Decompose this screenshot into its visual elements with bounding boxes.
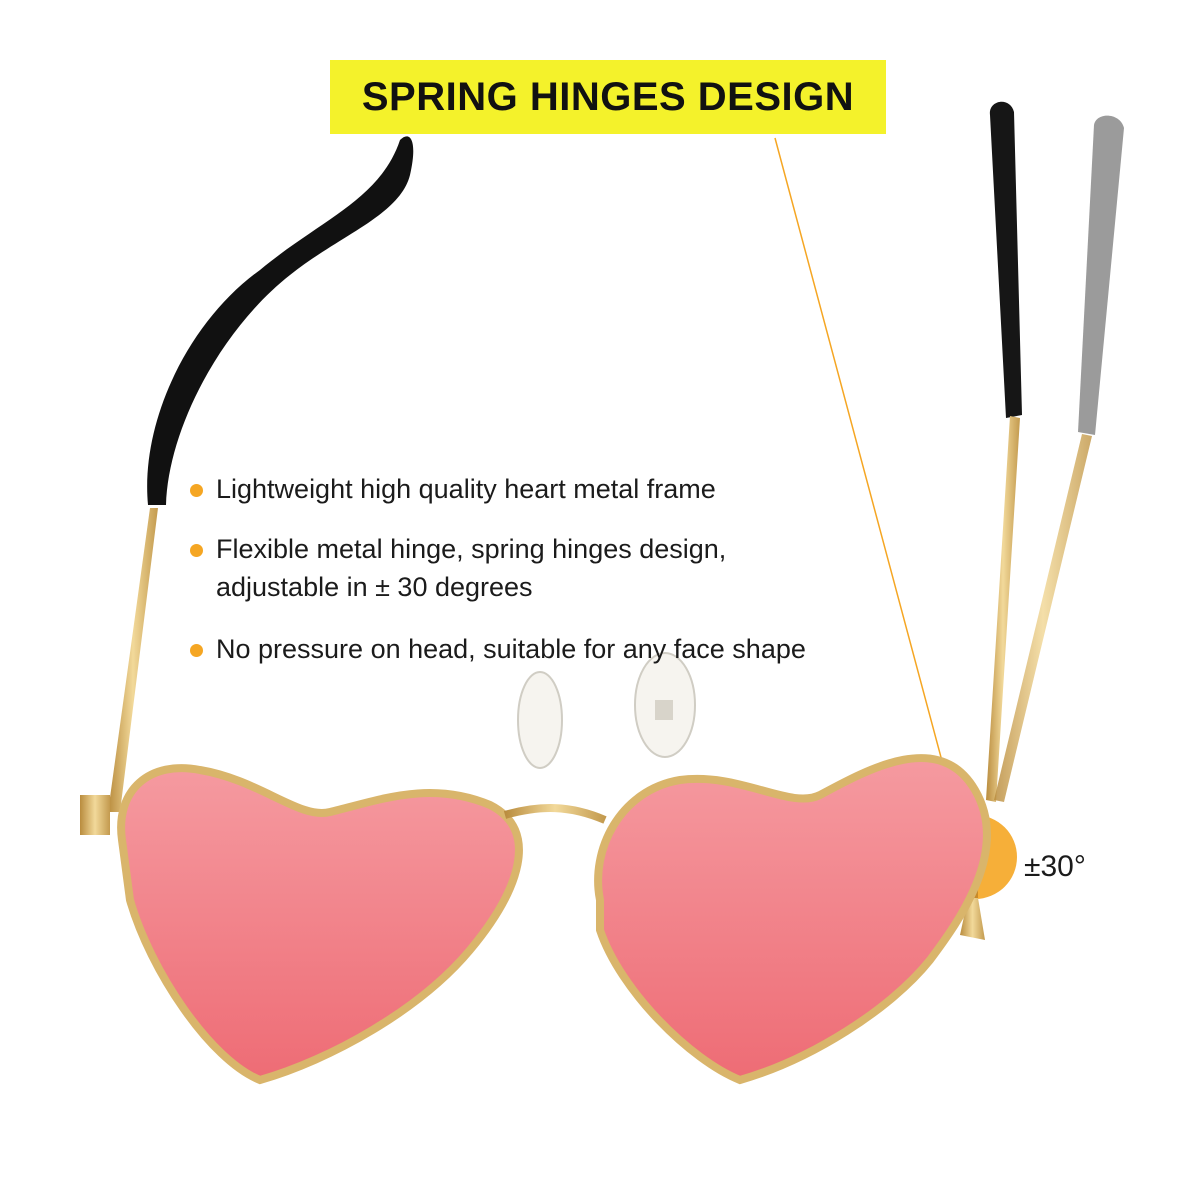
right-temple-tip-grey	[1078, 115, 1124, 435]
left-temple-arm	[108, 508, 158, 812]
feature-text: Flexible metal hinge, spring hinges desi…	[216, 534, 727, 564]
list-item: Lightweight high quality heart metal fra…	[190, 470, 910, 508]
right-temple-arm-ghost	[994, 434, 1092, 802]
left-heart-lens	[117, 764, 523, 1085]
list-item: No pressure on head, suitable for any fa…	[190, 630, 910, 668]
right-heart-lens	[594, 754, 991, 1085]
right-temple-arm-gold	[986, 416, 1020, 802]
angle-label: ±30°	[1024, 850, 1086, 883]
bullet-icon	[190, 484, 203, 497]
bridge	[503, 804, 607, 824]
feature-list: Lightweight high quality heart metal fra…	[190, 470, 910, 690]
page-title: SPRING HINGES DESIGN	[361, 74, 855, 119]
feature-text-continued: adjustable in ± 30 degrees	[216, 572, 533, 602]
title-banner: SPRING HINGES DESIGN	[330, 60, 886, 134]
list-item: Flexible metal hinge, spring hinges desi…	[190, 530, 910, 606]
feature-text: No pressure on head, suitable for any fa…	[216, 634, 806, 664]
bullet-icon	[190, 544, 203, 557]
bullet-icon	[190, 644, 203, 657]
left-nose-pad	[517, 671, 563, 769]
right-temple-tip-black	[989, 101, 1022, 418]
pointer-line	[774, 137, 969, 859]
feature-text: Lightweight high quality heart metal fra…	[216, 474, 716, 504]
left-temple-tip	[147, 136, 414, 505]
left-hinge	[80, 795, 110, 835]
